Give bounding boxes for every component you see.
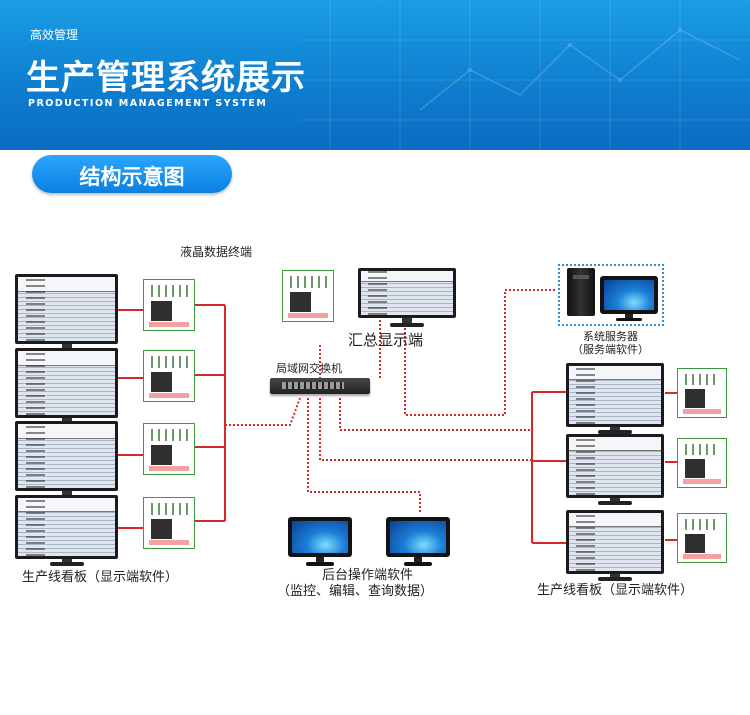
lcd-terminal-label: 液晶数据终端 bbox=[180, 245, 253, 259]
server-monitor bbox=[600, 276, 660, 324]
page-title: 生产管理系统展示 bbox=[26, 58, 306, 98]
backend-monitor-1 bbox=[288, 517, 354, 567]
page-subtitle: PRODUCTION MANAGEMENT SYSTEM bbox=[28, 98, 268, 109]
left-trunk bbox=[195, 304, 226, 522]
section-pill: 结构示意图 bbox=[32, 155, 232, 193]
header-tagline: 高效管理 bbox=[30, 28, 79, 42]
header-banner: 高效管理 生产管理系统展示 PRODUCTION MANAGEMENT SYST… bbox=[0, 0, 750, 150]
lan-switch bbox=[270, 378, 370, 394]
left-terminal-2 bbox=[143, 350, 195, 402]
right-board-links bbox=[665, 392, 677, 541]
lan-switch-label: 局域网交换机 bbox=[276, 362, 342, 375]
left-board-2 bbox=[15, 348, 120, 428]
summary-display bbox=[358, 268, 458, 328]
backend-label-2: （监控、编辑、查询数据） bbox=[277, 584, 434, 599]
right-board-1 bbox=[566, 363, 666, 435]
right-board-3 bbox=[566, 510, 666, 582]
server-label-1: 系统服务器 bbox=[583, 330, 638, 343]
section-title: 结构示意图 bbox=[79, 165, 185, 189]
summary-display-label: 汇总显示端 bbox=[348, 331, 424, 349]
left-boards-label: 生产线看板（显示端软件） bbox=[22, 570, 179, 585]
backend-label-1: 后台操作端软件 bbox=[322, 568, 414, 583]
backend-monitor-2 bbox=[386, 517, 452, 567]
left-board-4 bbox=[15, 495, 120, 567]
left-board-1 bbox=[15, 274, 120, 354]
summary-terminal bbox=[282, 270, 334, 322]
switch-to-right-2 bbox=[339, 398, 532, 431]
server-label-2: （服务端软件） bbox=[572, 343, 649, 356]
left-board-3 bbox=[15, 421, 120, 501]
switch-to-right bbox=[319, 398, 532, 461]
server-frame bbox=[558, 264, 664, 326]
left-terminal-4 bbox=[143, 497, 195, 549]
left-terminal-3 bbox=[143, 423, 195, 475]
left-to-switch bbox=[225, 397, 301, 426]
switch-to-server bbox=[404, 289, 557, 416]
server-tower-icon bbox=[567, 268, 595, 316]
right-trunk bbox=[531, 391, 566, 544]
right-terminal-3 bbox=[677, 513, 727, 563]
header-decoration bbox=[300, 0, 750, 150]
switch-to-backend bbox=[307, 398, 421, 512]
right-terminal-2 bbox=[677, 438, 727, 488]
right-board-2 bbox=[566, 434, 666, 506]
right-boards-label: 生产线看板（显示端软件） bbox=[537, 583, 694, 598]
left-terminal-1 bbox=[143, 279, 195, 331]
right-terminal-1 bbox=[677, 368, 727, 418]
board-terminal-links bbox=[118, 309, 143, 529]
